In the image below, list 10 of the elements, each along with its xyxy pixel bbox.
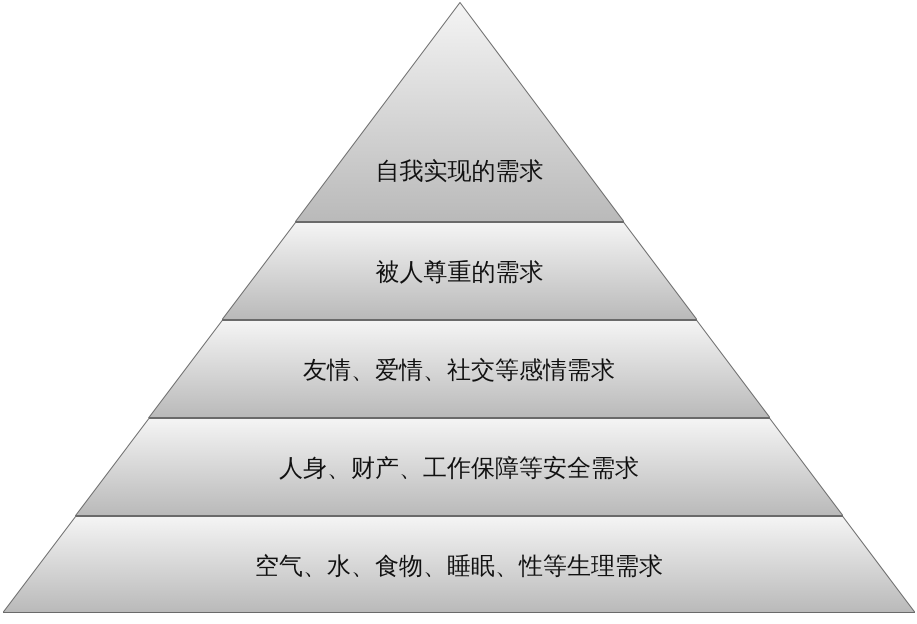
level-label: 被人尊重的需求 bbox=[374, 259, 544, 288]
level-label: 友情、爱情、社交等感情需求 bbox=[302, 356, 616, 386]
pyramid-level bbox=[148, 320, 770, 418]
pyramid-apex bbox=[295, 2, 624, 222]
level-label: 空气、水、食物、睡眠、性等生理需求 bbox=[254, 552, 664, 582]
pyramid-level bbox=[75, 418, 843, 516]
pyramid-level bbox=[222, 222, 697, 320]
level-label: 人身、财产、工作保障等安全需求 bbox=[278, 454, 640, 484]
level-label: 自我实现的需求 bbox=[374, 158, 544, 188]
pyramid-level bbox=[3, 516, 915, 613]
